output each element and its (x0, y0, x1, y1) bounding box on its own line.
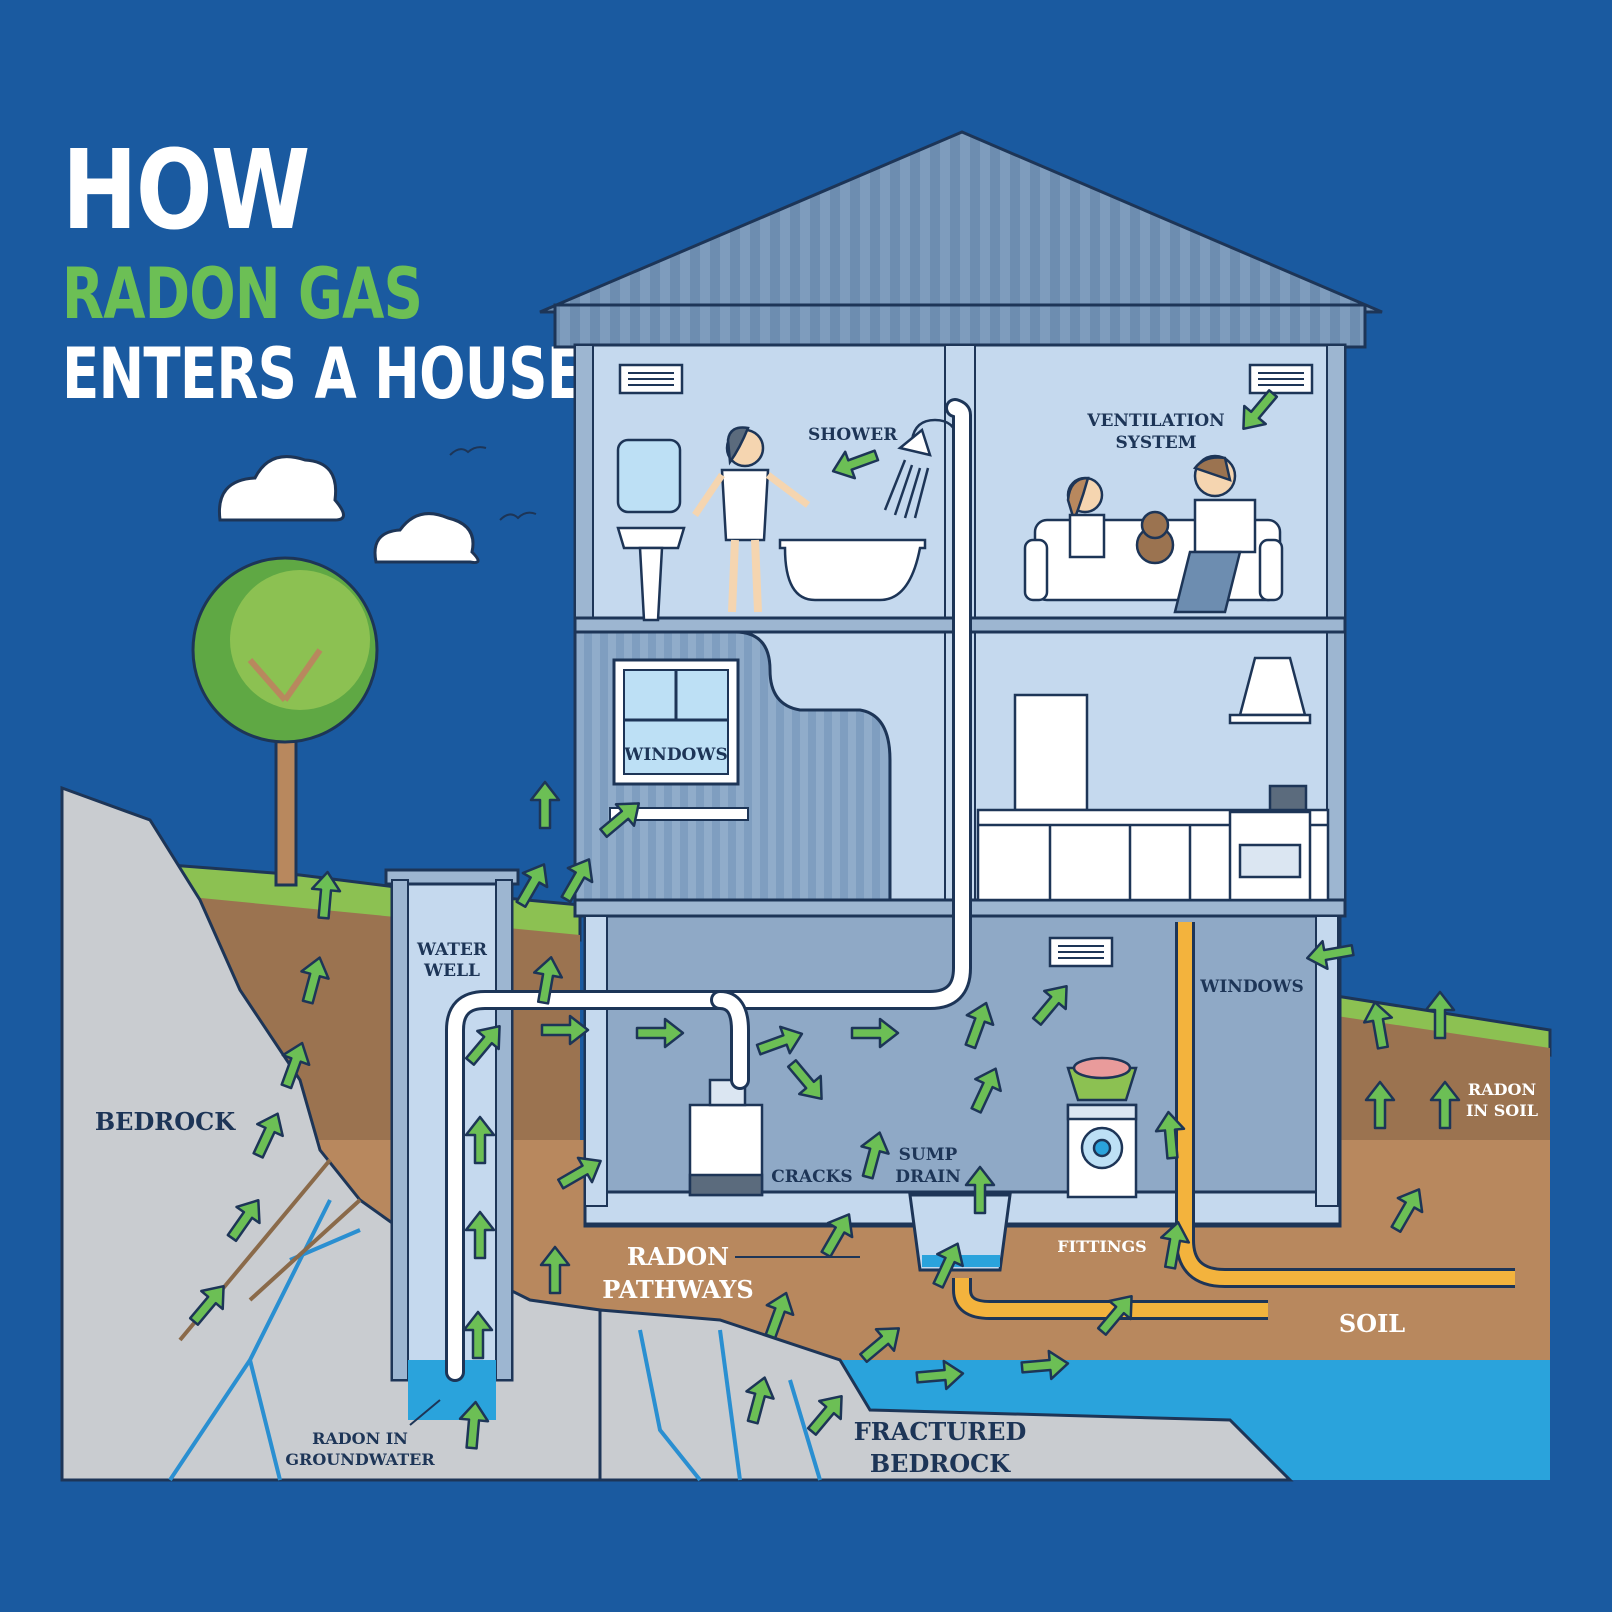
washing-machine-icon (1066, 1056, 1138, 1199)
label-radon-pathways-1: RADON (627, 1242, 729, 1271)
label-shower: SHOWER (808, 425, 898, 445)
title-line-how: HOW (62, 126, 310, 254)
label-water-well-1: WATER (416, 940, 488, 960)
birds (449, 446, 537, 521)
label-water-well-2: WELL (423, 961, 480, 981)
water-pipes (445, 398, 972, 1382)
label-sump-drain-1: SUMP (899, 1145, 958, 1165)
label-windows-upper: WINDOWS (623, 745, 728, 765)
bathroom-fixtures (616, 438, 927, 622)
label-soil: SOIL (1339, 1309, 1405, 1338)
label-sump-drain-2: DRAIN (895, 1167, 961, 1187)
label-ventilation-1: VENTILATION (1086, 411, 1224, 431)
label-groundwater-1: RADON IN (312, 1429, 408, 1448)
label-fittings: FITTINGS (1057, 1237, 1146, 1256)
label-radon-in-soil-1: RADON (1468, 1080, 1536, 1099)
clouds (217, 455, 480, 564)
label-windows-basement: WINDOWS (1199, 977, 1304, 997)
label-fractured-2: BEDROCK (870, 1449, 1011, 1478)
fractured-bedrock (598, 1308, 1294, 1482)
label-ventilation-2: SYSTEM (1115, 433, 1196, 453)
living-room (1023, 454, 1284, 614)
label-radon-pathways-2: PATHWAYS (602, 1275, 753, 1304)
label-groundwater-2: GROUNDWATER (285, 1450, 435, 1469)
label-radon-in-soil-2: IN SOIL (1466, 1101, 1538, 1120)
person-icon (692, 426, 811, 613)
label-cracks: CRACKS (771, 1167, 852, 1187)
title-line-radon-gas: RADON GAS (62, 253, 423, 335)
page-title: HOW RADON GAS ENTERS A HOUSE (62, 135, 730, 409)
label-fractured-1: FRACTURED (854, 1417, 1027, 1446)
label-bedrock: BEDROCK (95, 1107, 236, 1136)
window-icon (609, 658, 749, 821)
boiler-icon (688, 1078, 764, 1197)
kitchen (976, 656, 1330, 902)
title-line-enters: ENTERS A HOUSE (62, 333, 584, 415)
tree (191, 556, 379, 887)
